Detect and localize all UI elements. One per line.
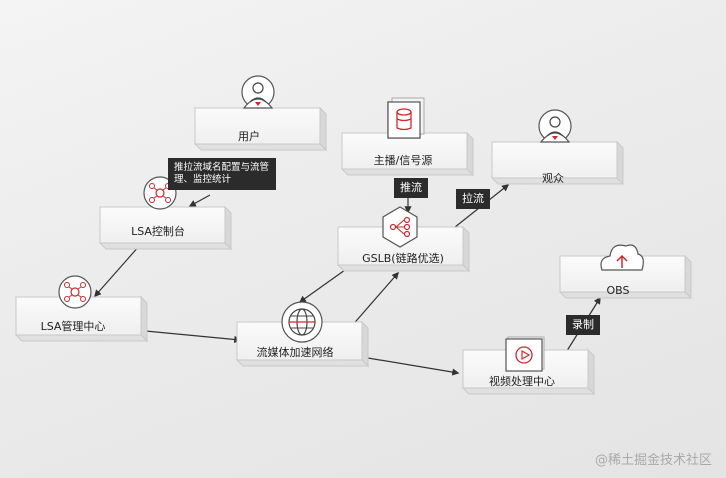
platform-anchor [340,131,475,177]
edge-label-pull: 拉流 [456,189,490,209]
node-label-lsa-console: LSA控制台 [131,225,185,238]
platform-viewer [490,140,625,186]
globe-icon [281,301,323,343]
edge-label-record: 录制 [566,315,600,335]
platform-user [193,106,328,152]
node-label-viewer: 观众 [542,172,564,185]
edge-label-push: 推流 [394,178,428,198]
node-label-video-processing: 视频处理中心 [489,375,555,388]
video-play-icon [505,336,545,372]
cloud-upload-icon [600,244,644,271]
edge-center-to-network [134,329,242,344]
node-label-streaming-network: 流媒体加速网络 [256,346,334,359]
platform-lsa-console [98,205,233,251]
platform-obs [558,254,693,300]
gslb-hexagon-icon [382,206,418,248]
config-note: 推拉流域名配置与流管理、监控统计 [168,158,276,190]
node-label-lsa-center: LSA管理中心 [40,320,106,333]
platforms [14,106,693,396]
database-icon [387,97,425,139]
user-icon [241,75,275,109]
network-hub-icon [58,275,92,309]
node-label-user: 用户 [238,130,260,143]
viewer-icon [538,109,572,143]
edge-note-to-console [188,194,211,207]
node-label-obs: OBS [606,284,630,297]
edge-console-to-center [94,244,141,298]
watermark: @稀土掘金技术社区 [594,453,712,468]
edge-gslb-to-network [298,269,346,303]
edge-network-to-gslb [349,271,399,329]
node-label-anchor: 主播/信号源 [373,154,433,167]
node-label-gslb: GSLB(链路优选) [362,252,444,265]
